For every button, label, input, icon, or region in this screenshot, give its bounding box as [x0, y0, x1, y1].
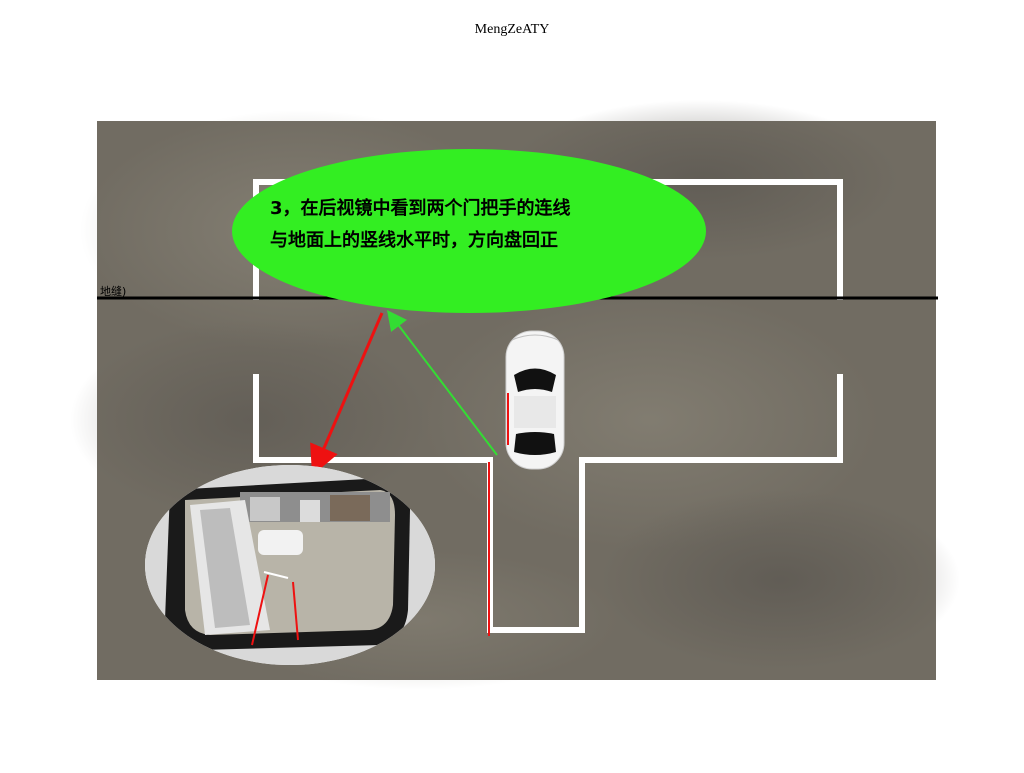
instruction-bubble: [232, 149, 706, 313]
instruction-text: 3，在后视镜中看到两个门把手的连线 与地面上的竖线水平时，方向盘回正: [270, 193, 670, 257]
garage-bottom-outline: [253, 374, 843, 633]
side-mirror-icon: [145, 465, 435, 665]
instruction-line-1: 3，在后视镜中看到两个门把手的连线: [270, 198, 571, 219]
instruction-line-2: 与地面上的竖线水平时，方向盘回正: [270, 230, 558, 251]
car-top-view-icon: [505, 330, 565, 470]
page-header-title: MengZeATY: [474, 22, 550, 37]
arrow-green: [386, 310, 498, 456]
arrow-red: [310, 312, 384, 476]
ground-seam-label: 地缝): [100, 285, 127, 298]
